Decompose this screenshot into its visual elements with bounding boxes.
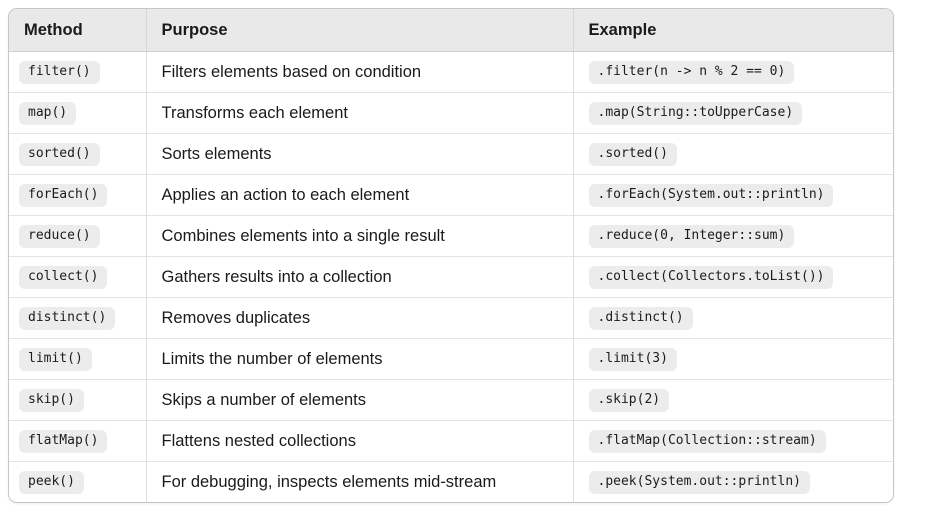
purpose-cell: Flattens nested collections	[145, 420, 573, 462]
method-cell: forEach()	[9, 174, 146, 216]
method-code-chip: skip()	[19, 388, 84, 412]
example-cell: .reduce(0, Integer::sum)	[572, 215, 893, 257]
purpose-cell: For debugging, inspects elements mid-str…	[145, 461, 573, 502]
example-code-chip: .flatMap(Collection::stream)	[588, 429, 826, 453]
example-cell: .collect(Collectors.toList())	[572, 256, 893, 298]
example-cell: .forEach(System.out::println)	[572, 174, 893, 216]
example-code-chip: .reduce(0, Integer::sum)	[588, 224, 795, 248]
method-code-chip: peek()	[19, 470, 84, 494]
example-code-chip: .peek(System.out::println)	[588, 470, 810, 494]
example-cell: .flatMap(Collection::stream)	[572, 420, 893, 462]
method-code-chip: map()	[19, 101, 77, 125]
example-cell: .distinct()	[572, 297, 893, 339]
method-cell: filter()	[9, 51, 146, 93]
method-cell: sorted()	[9, 133, 146, 175]
table-row: reduce() Combines elements into a single…	[9, 215, 893, 257]
example-code-chip: .forEach(System.out::println)	[588, 183, 834, 207]
example-code-chip: .limit(3)	[588, 347, 677, 371]
table-row: map() Transforms each element .map(Strin…	[9, 92, 893, 134]
method-cell: reduce()	[9, 215, 146, 257]
purpose-cell: Sorts elements	[145, 133, 573, 175]
method-code-chip: filter()	[19, 60, 100, 84]
method-cell: distinct()	[9, 297, 146, 339]
method-code-chip: distinct()	[19, 306, 116, 330]
method-code-chip: limit()	[19, 347, 92, 371]
example-cell: .map(String::toUpperCase)	[572, 92, 893, 134]
table-row: flatMap() Flattens nested collections .f…	[9, 420, 893, 462]
example-cell: .peek(System.out::println)	[572, 461, 893, 502]
example-code-chip: .distinct()	[588, 306, 693, 330]
table-row: sorted() Sorts elements .sorted()	[9, 133, 893, 175]
method-code-chip: forEach()	[19, 183, 108, 207]
table-header: Method Purpose Example	[9, 9, 893, 52]
example-code-chip: .skip(2)	[588, 388, 670, 412]
header-row: Method Purpose Example	[9, 9, 893, 52]
table-row: peek() For debugging, inspects elements …	[9, 461, 893, 502]
method-cell: flatMap()	[9, 420, 146, 462]
method-code-chip: reduce()	[19, 224, 100, 248]
column-header-example: Example	[572, 9, 893, 52]
purpose-cell: Limits the number of elements	[145, 338, 573, 380]
example-cell: .skip(2)	[572, 379, 893, 421]
method-cell: limit()	[9, 338, 146, 380]
table-row: collect() Gathers results into a collect…	[9, 256, 893, 298]
purpose-cell: Skips a number of elements	[145, 379, 573, 421]
table-row: limit() Limits the number of elements .l…	[9, 338, 893, 380]
purpose-cell: Transforms each element	[145, 92, 573, 134]
table-body: filter() Filters elements based on condi…	[9, 51, 893, 502]
table-row: distinct() Removes duplicates .distinct(…	[9, 297, 893, 339]
stream-methods-table-container: Method Purpose Example filter() Filters …	[8, 8, 894, 503]
method-code-chip: collect()	[19, 265, 108, 289]
method-code-chip: sorted()	[19, 142, 100, 166]
method-cell: map()	[9, 92, 146, 134]
example-code-chip: .filter(n -> n % 2 == 0)	[588, 60, 795, 84]
example-code-chip: .map(String::toUpperCase)	[588, 101, 803, 125]
example-code-chip: .collect(Collectors.toList())	[588, 265, 834, 289]
method-cell: collect()	[9, 256, 146, 298]
method-code-chip: flatMap()	[19, 429, 108, 453]
method-cell: skip()	[9, 379, 146, 421]
purpose-cell: Removes duplicates	[145, 297, 573, 339]
column-header-method: Method	[9, 9, 146, 52]
stream-methods-table: Method Purpose Example filter() Filters …	[9, 9, 893, 502]
example-cell: .sorted()	[572, 133, 893, 175]
table-row: forEach() Applies an action to each elem…	[9, 174, 893, 216]
purpose-cell: Applies an action to each element	[145, 174, 573, 216]
column-header-purpose: Purpose	[145, 9, 573, 52]
example-cell: .filter(n -> n % 2 == 0)	[572, 51, 893, 93]
table-row: filter() Filters elements based on condi…	[9, 51, 893, 93]
table-row: skip() Skips a number of elements .skip(…	[9, 379, 893, 421]
purpose-cell: Filters elements based on condition	[145, 51, 573, 93]
example-code-chip: .sorted()	[588, 142, 677, 166]
purpose-cell: Combines elements into a single result	[145, 215, 573, 257]
purpose-cell: Gathers results into a collection	[145, 256, 573, 298]
method-cell: peek()	[9, 461, 146, 502]
example-cell: .limit(3)	[572, 338, 893, 380]
